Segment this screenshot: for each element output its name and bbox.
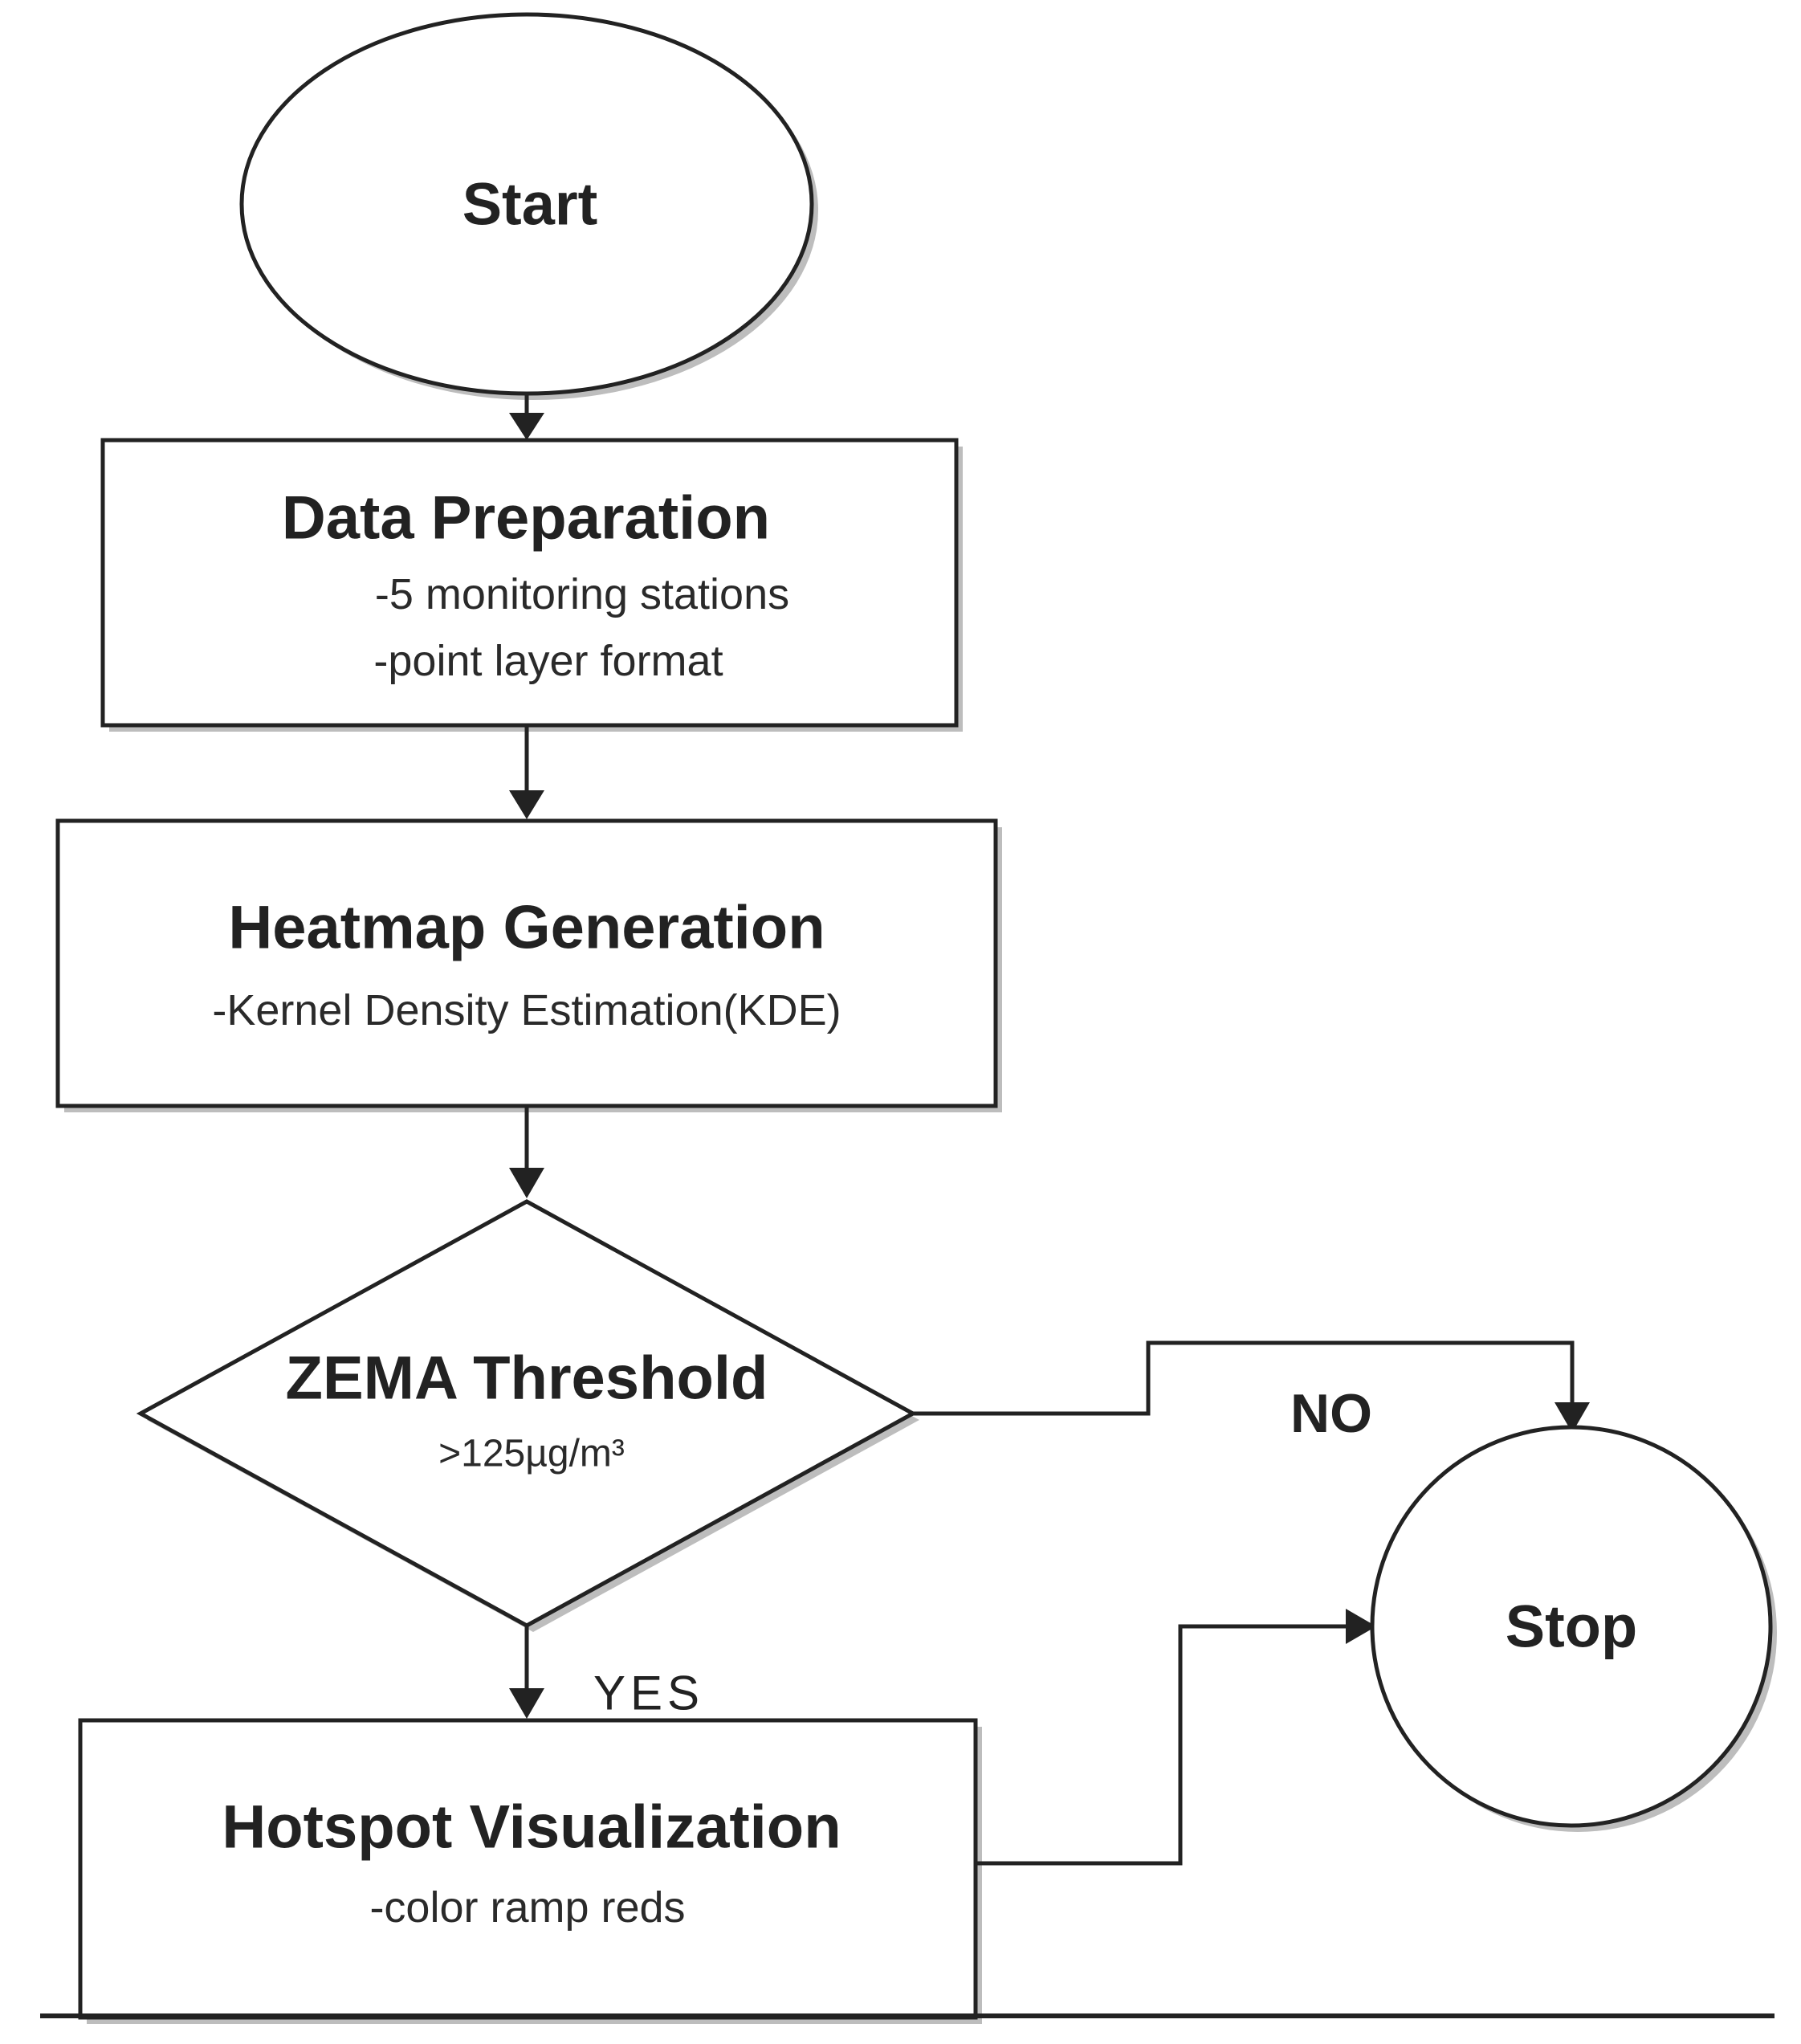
hotspot-visualization-node: Hotspot Visualization -color ramp reds <box>78 1718 982 2024</box>
heatmap-generation-title: Heatmap Generation <box>228 894 825 962</box>
edge-start-to-data-prep <box>509 394 544 440</box>
data-preparation-title: Data Preparation <box>282 484 770 553</box>
no-label: NO <box>1290 1383 1372 1444</box>
hotspot-visualization-line-1: -color ramp reds <box>369 1883 685 1932</box>
zema-threshold-node: ZEMA Threshold >125µg/m³ <box>136 1199 919 1632</box>
edge-data-prep-to-heatmap <box>509 725 544 819</box>
heatmap-generation-node: Heatmap Generation -Kernel Density Estim… <box>55 818 1002 1112</box>
zema-threshold-title: ZEMA Threshold <box>286 1344 768 1413</box>
zema-threshold-line-1: >125µg/m³ <box>438 1433 625 1475</box>
start-node: Start <box>239 12 818 400</box>
edge-heatmap-to-threshold <box>509 1106 544 1198</box>
edge-threshold-to-hotspot-yes: YES <box>509 1626 704 1720</box>
stop-label: Stop <box>1506 1593 1637 1660</box>
edge-hotspot-to-stop <box>976 1609 1376 1866</box>
heatmap-generation-line-1: -Kernel Density Estimation(KDE) <box>212 986 841 1034</box>
hotspot-visualization-title: Hotspot Visualization <box>222 1793 841 1862</box>
start-label: Start <box>462 171 598 238</box>
stop-node: Stop <box>1370 1425 1777 1832</box>
edge-threshold-to-stop-no: NO <box>913 1340 1590 1444</box>
data-preparation-node: Data Preparation -5 monitoring stations … <box>100 438 963 732</box>
yes-label: YES <box>593 1667 704 1720</box>
data-preparation-line-1: -5 monitoring stations <box>375 570 789 618</box>
data-preparation-line-2: -point layer format <box>373 637 723 685</box>
